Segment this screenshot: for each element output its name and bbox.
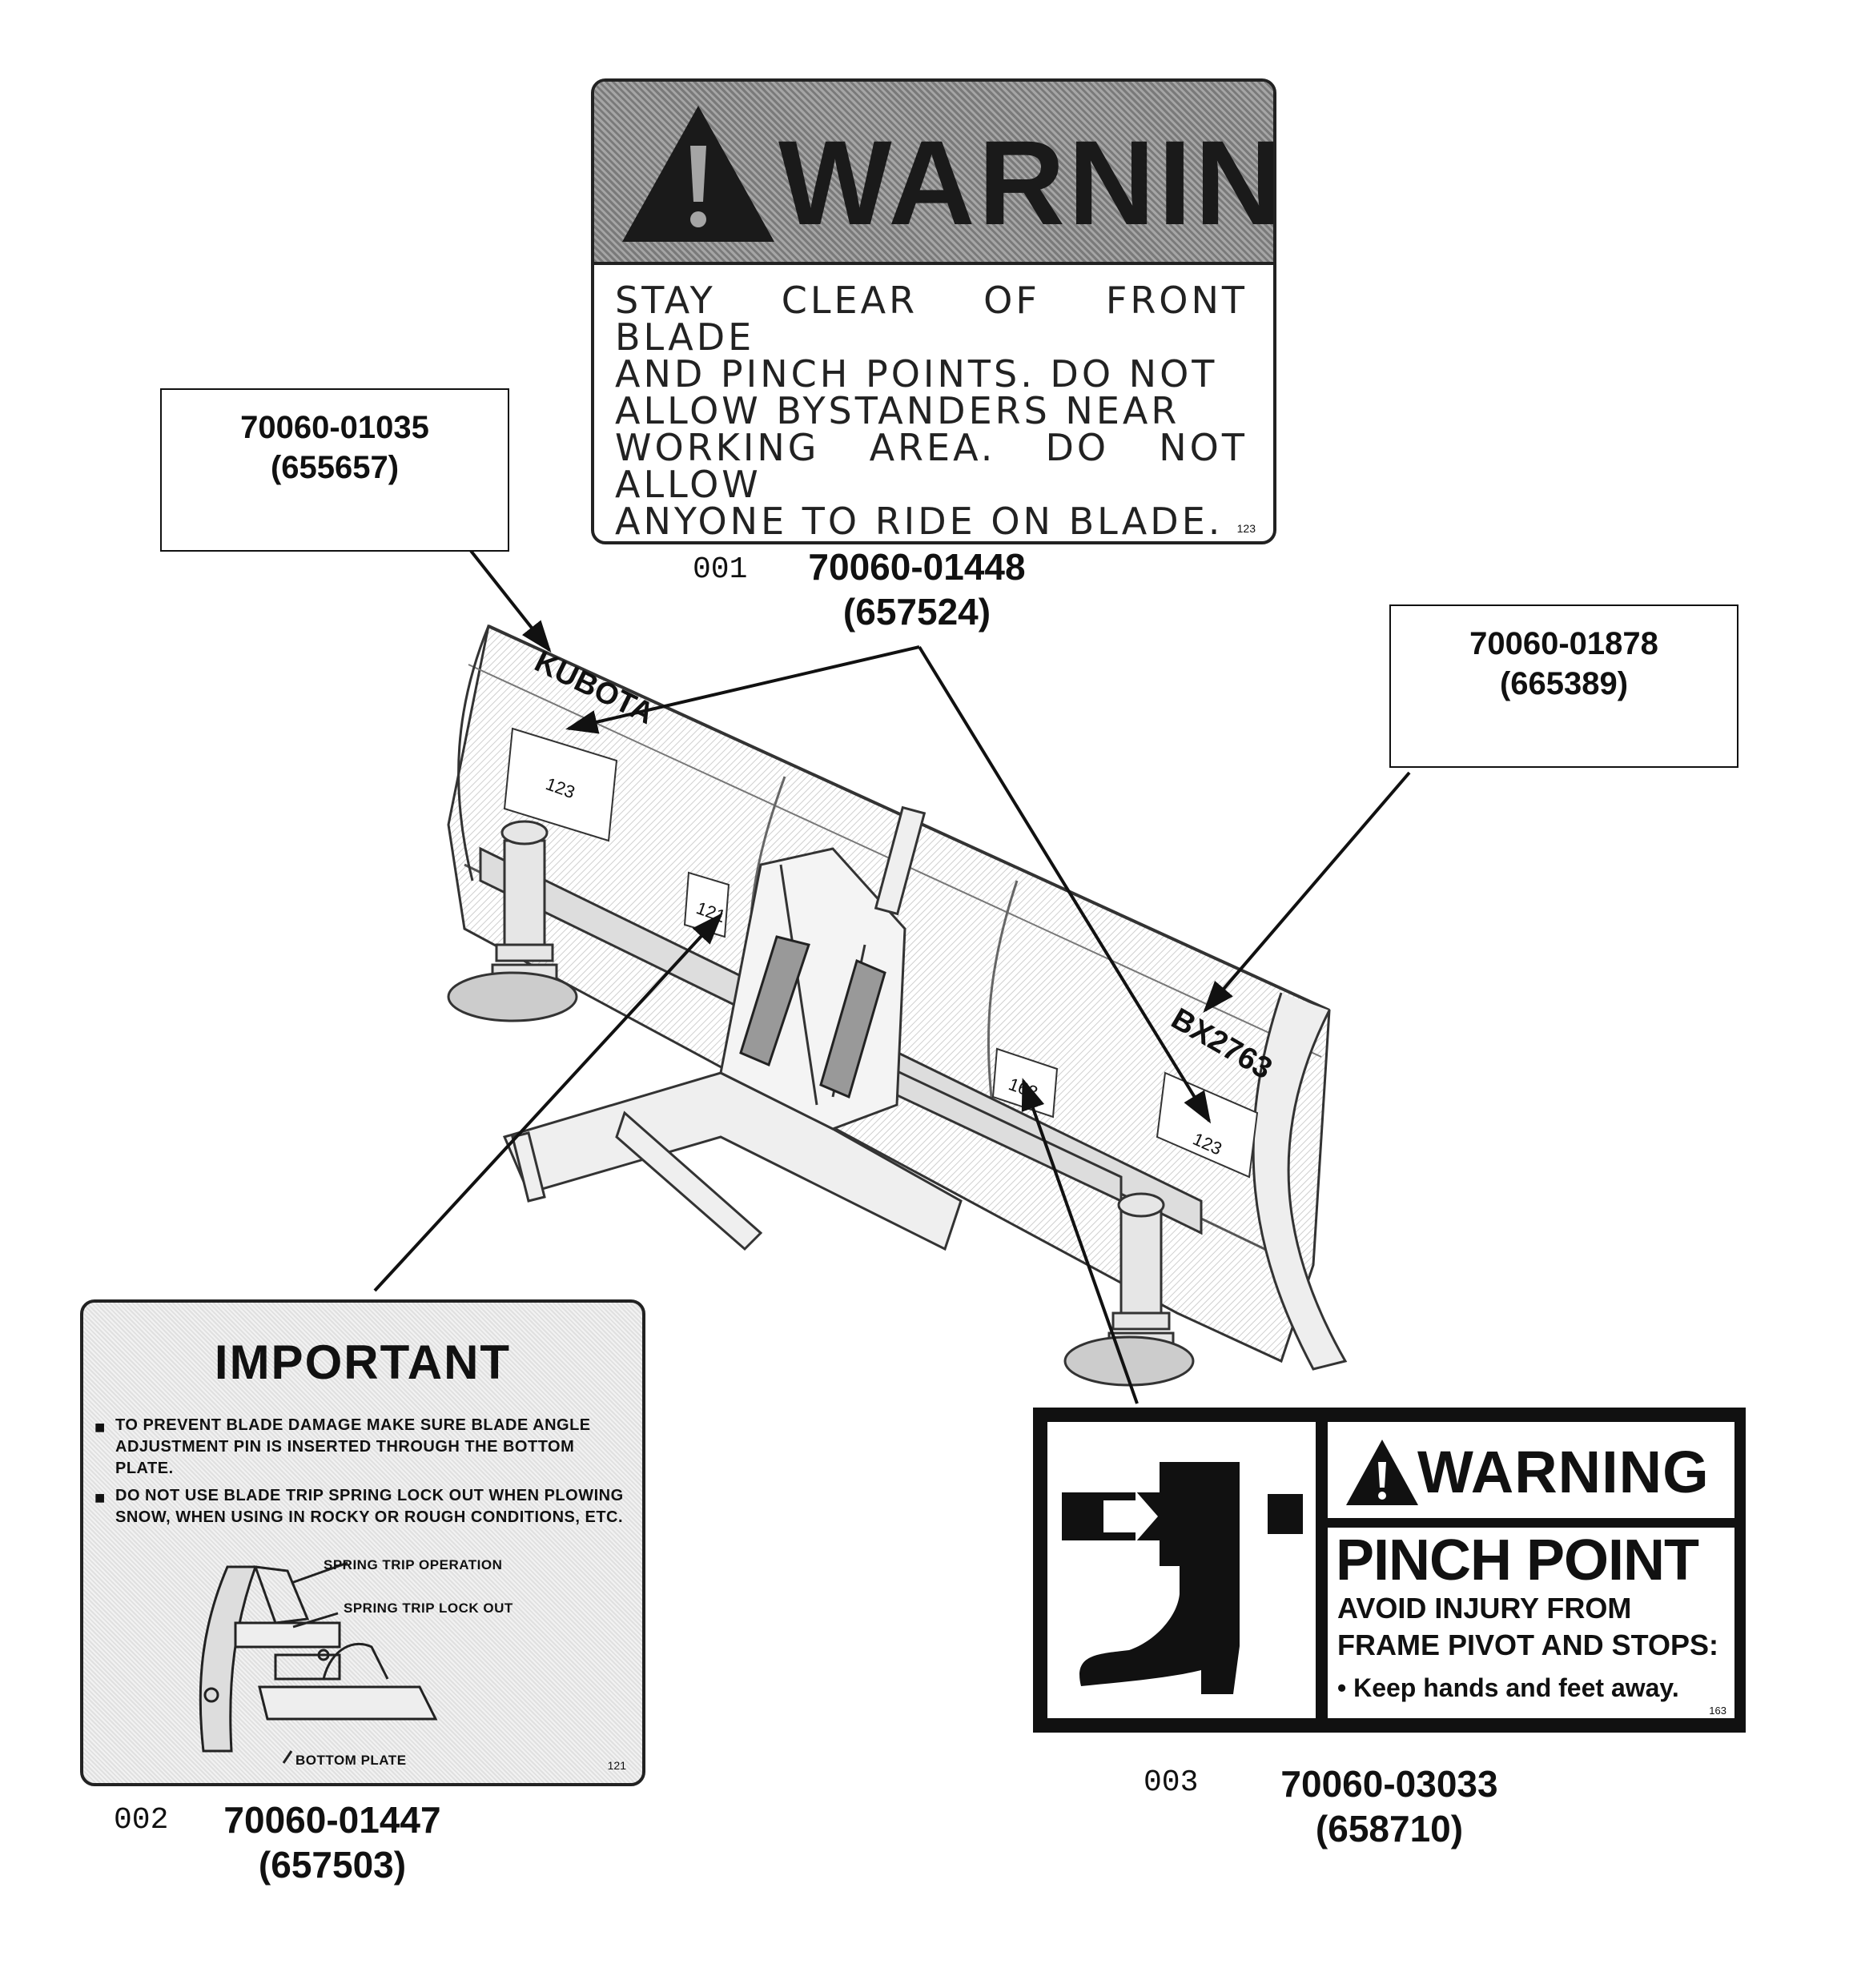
decal-bullet: ■ TO PREVENT BLADE DAMAGE MAKE SURE BLAD… [94, 1415, 628, 1480]
decal-ref-number: (657524) [842, 591, 991, 633]
boot-pinch-icon [1062, 1462, 1303, 1694]
leader-lines [373, 549, 1411, 1404]
callout-box-01035: 70060-01035 (655657) [160, 388, 509, 552]
skid-shoes [447, 820, 1195, 1387]
decal-message-line: ALLOW BYSTANDERS NEAR [615, 389, 1180, 432]
decal-important-blade: IMPORTANT ■ TO PREVENT BLADE DAMAGE MAKE… [80, 1299, 645, 1786]
decal-part-001: 70060-01448 (657524) [789, 544, 1045, 634]
bullet-icon: ■ [94, 1417, 106, 1437]
decal-heading: WARNING [778, 115, 1276, 250]
blade-trip-diagram [199, 1561, 438, 1764]
decal-message: STAY CLEAR OF FRONT BLADE AND PINCH POIN… [615, 282, 1248, 540]
decal-part-number: 70060-03033 [1280, 1763, 1498, 1805]
decal-line: AVOID INJURY FROM [1337, 1592, 1632, 1625]
label-spring-trip-lock-out: SPRING TRIP LOCK OUT [344, 1600, 513, 1616]
callout-part-number: 70060-01878 [1469, 626, 1658, 661]
decal-part-002: 70060-01447 (657503) [204, 1797, 460, 1887]
callout-ref-number: (655657) [270, 450, 400, 485]
decal-code: 121 [607, 1759, 626, 1772]
decal-part-003: 70060-03033 (658710) [1257, 1761, 1521, 1851]
decal-pictogram [1047, 1422, 1316, 1718]
decal-warning-pinch-point: WARNING PINCH POINT AVOID INJURY FROM FR… [1033, 1408, 1746, 1733]
decal-code: 123 [1236, 522, 1256, 535]
decal-seq-002: 002 [114, 1803, 169, 1837]
decal-part-number: 70060-01447 [223, 1799, 441, 1841]
hazard-triangle-icon [1346, 1440, 1418, 1505]
decal-ref-number: (657503) [258, 1844, 407, 1886]
decal-line: FRAME PIVOT AND STOPS: [1337, 1629, 1719, 1661]
decal-code: 163 [1709, 1705, 1726, 1717]
decal-header: WARNING [1328, 1422, 1734, 1528]
decal-message-line: ANYONE TO RIDE ON BLADE. [615, 500, 1224, 543]
trip-springs [739, 935, 886, 1099]
callout-part-number: 70060-01035 [240, 410, 429, 445]
decal-ref-number: (658710) [1315, 1808, 1464, 1849]
decal-message-line: STAY CLEAR OF FRONT BLADE [615, 279, 1248, 359]
hazard-triangle-icon [622, 106, 774, 242]
decal-message-line: AND PINCH POINTS. DO NOT [615, 352, 1218, 396]
decal-text-panel: WARNING PINCH POINT AVOID INJURY FROM FR… [1328, 1422, 1734, 1718]
label-bottom-plate: BOTTOM PLATE [295, 1753, 407, 1768]
callout-ref-number: (665389) [1499, 666, 1629, 701]
decal-seq-003: 003 [1144, 1765, 1199, 1800]
decal-message-line: WORKING AREA. DO NOT ALLOW [615, 426, 1248, 506]
callout-box-01878: 70060-01878 (665389) [1389, 604, 1738, 768]
bullet-icon: ■ [94, 1488, 106, 1508]
decal-bullet-text: TO PREVENT BLADE DAMAGE MAKE SURE BLADE … [115, 1416, 591, 1477]
decal-warning-stay-clear: WARNING STAY CLEAR OF FRONT BLADE AND PI… [591, 78, 1276, 544]
decal-title: PINCH POINT [1336, 1528, 1699, 1592]
decal-bullet-text: DO NOT USE BLADE TRIP SPRING LOCK OUT WH… [115, 1487, 624, 1526]
decal-part-number: 70060-01448 [808, 546, 1026, 588]
decal-heading: WARNING [1417, 1439, 1710, 1505]
decal-bullet: ■ DO NOT USE BLADE TRIP SPRING LOCK OUT … [94, 1485, 628, 1528]
decal-heading: IMPORTANT [214, 1335, 512, 1389]
decal-header: WARNING [594, 82, 1273, 265]
label-spring-trip-operation: SPRING TRIP OPERATION [324, 1557, 503, 1572]
decal-seq-001: 001 [693, 552, 748, 587]
decal-line: • Keep hands and feet away. [1337, 1673, 1679, 1702]
